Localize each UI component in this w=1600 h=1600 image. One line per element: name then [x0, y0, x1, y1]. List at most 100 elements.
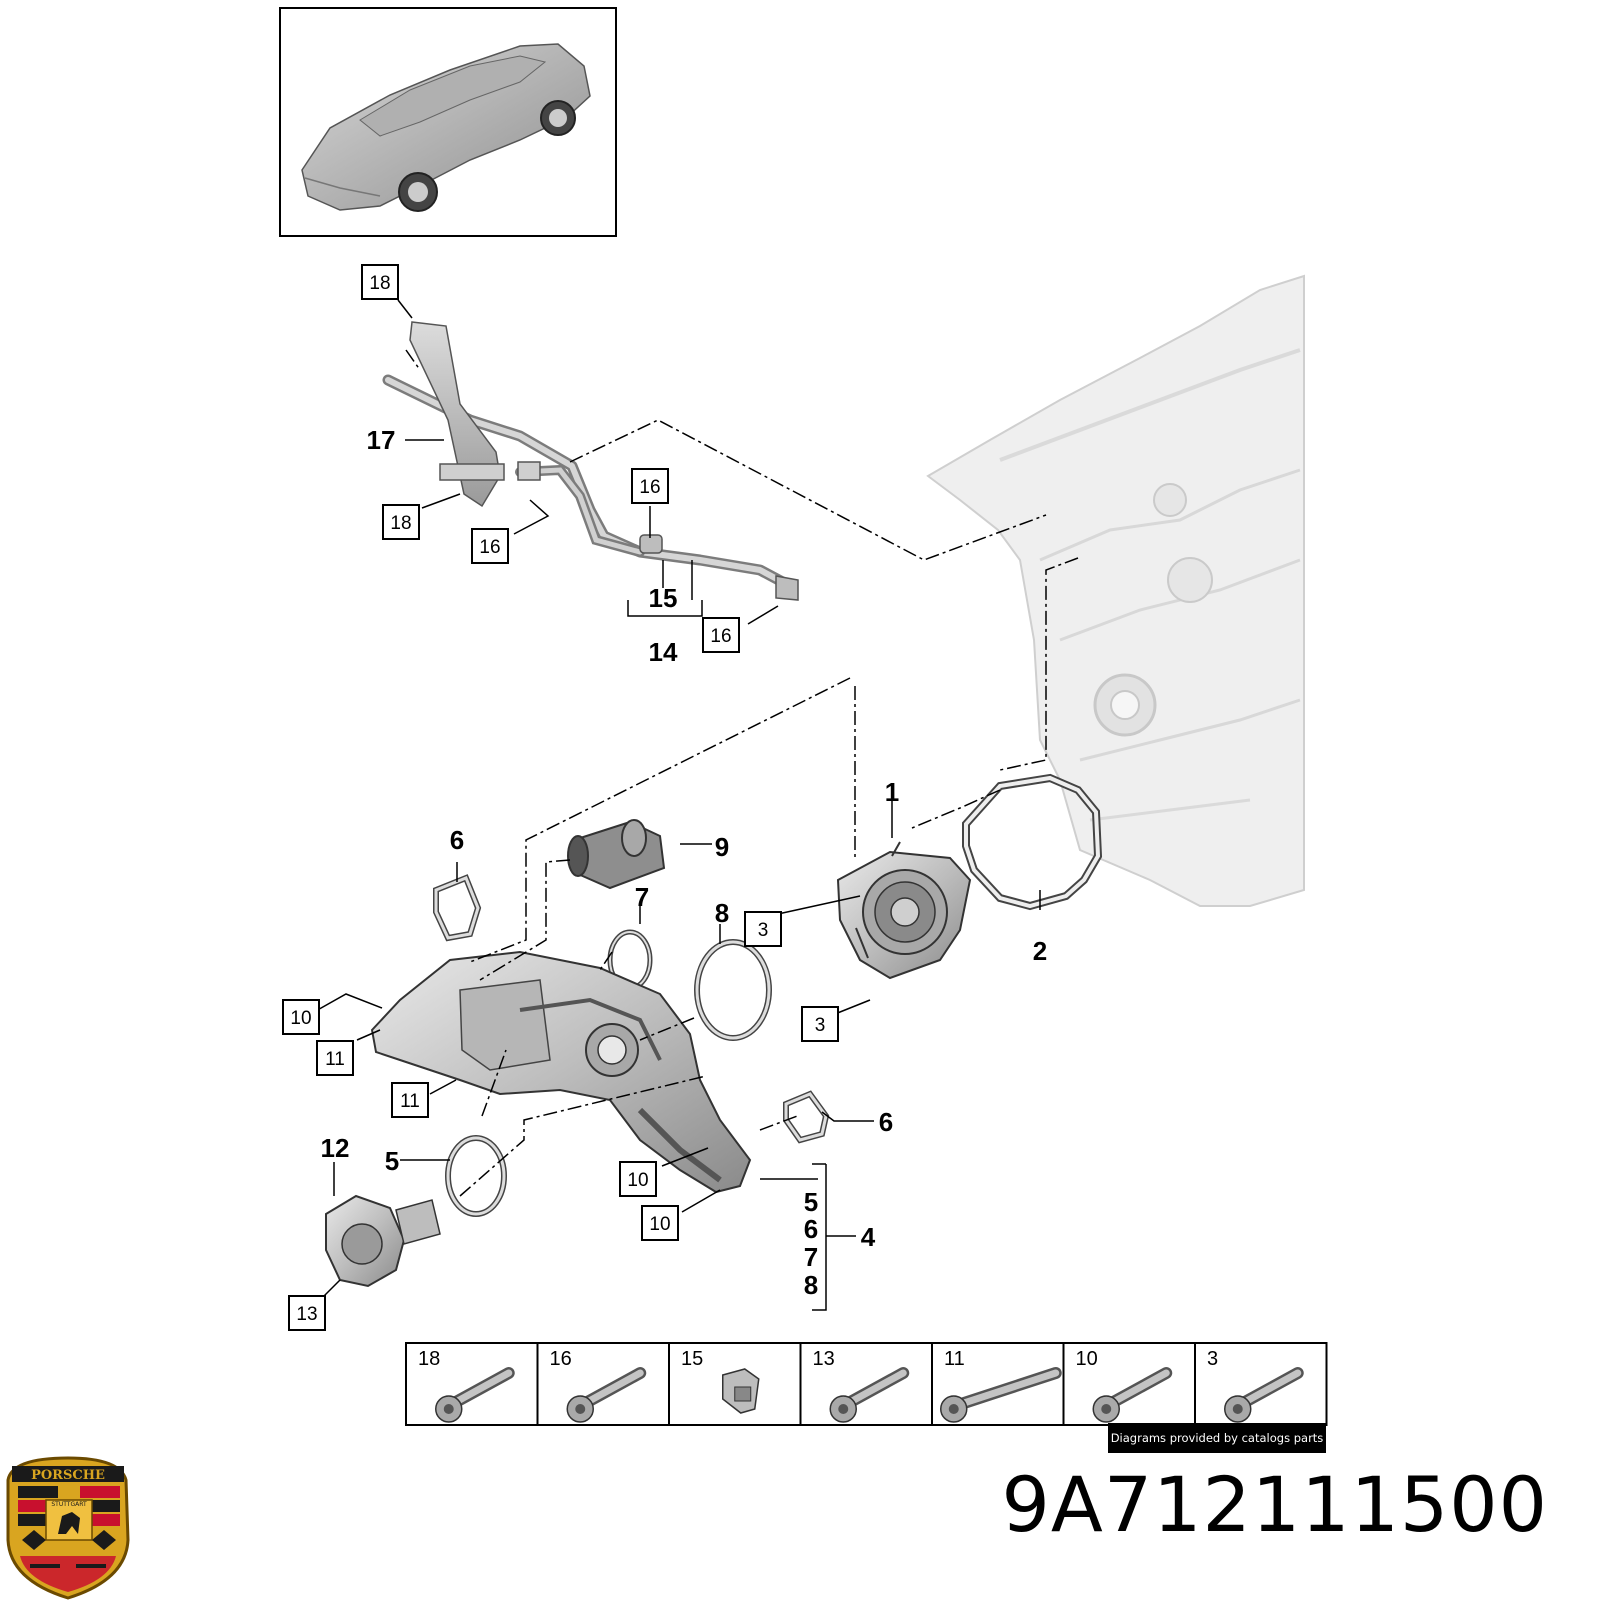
- fastener-cell-11: 11: [931, 1343, 1062, 1425]
- callout-text: 3: [758, 920, 769, 941]
- callout-12: 12: [321, 1133, 350, 1163]
- clip-icon: [722, 1368, 760, 1414]
- callout-10: 10: [282, 999, 320, 1035]
- callout-7: 7: [635, 882, 649, 912]
- callout-6: 6: [804, 1214, 818, 1244]
- fastener-label: 3: [1207, 1348, 1218, 1370]
- callout-17: 17: [367, 425, 396, 455]
- fastener-cell-3: 3: [1194, 1343, 1304, 1425]
- callout-text: 17: [367, 425, 396, 455]
- leader-lines: [313, 299, 1041, 1311]
- callout-7: 7: [804, 1242, 818, 1272]
- callout-11: 11: [316, 1040, 354, 1076]
- callout-8: 8: [715, 898, 729, 928]
- bolt-icon: [829, 1367, 910, 1423]
- callout-16: 16: [631, 468, 669, 504]
- assembly-lines: [405, 349, 1079, 1197]
- callout-text: 11: [400, 1091, 420, 1112]
- callout-9: 9: [715, 832, 729, 862]
- callout-text: 12: [321, 1133, 350, 1163]
- fastener-label: 10: [1076, 1348, 1098, 1370]
- callout-text: 7: [804, 1242, 818, 1272]
- callout-3: 3: [744, 911, 782, 947]
- callout-text: 6: [804, 1214, 818, 1244]
- callout-10: 10: [619, 1161, 657, 1197]
- callout-5: 5: [385, 1146, 399, 1176]
- callout-10: 10: [641, 1205, 679, 1241]
- callout-text: 10: [290, 1008, 311, 1029]
- fastener-cell-18: 18: [418, 1348, 515, 1423]
- callout-box: [801, 1006, 839, 1042]
- porsche-crest: PORSCHE STUTTGART: [6, 1456, 130, 1600]
- callout-box: [316, 1040, 354, 1076]
- credit-banner: Diagrams provided by catalogs parts: [1108, 1423, 1326, 1453]
- callout-11: 11: [391, 1082, 429, 1118]
- vehicle-thumbnail: [279, 7, 617, 237]
- callout-text: 9: [715, 832, 729, 862]
- callout-box: [631, 468, 669, 504]
- bolt-icon: [1224, 1367, 1304, 1423]
- callout-text: 14: [649, 637, 678, 667]
- crest-top-text: PORSCHE: [31, 1468, 105, 1483]
- callout-box: [744, 911, 782, 947]
- callout-text: 13: [296, 1304, 317, 1325]
- callout-text: 1: [885, 777, 899, 807]
- long-bolt-icon: [940, 1367, 1062, 1423]
- thermostat-housing: [370, 950, 752, 1194]
- callout-text: 18: [369, 273, 390, 294]
- coolant-pipe: [382, 321, 799, 601]
- bolt-icon: [566, 1367, 647, 1423]
- callout-text: 15: [649, 583, 678, 613]
- callout-text: 5: [385, 1146, 399, 1176]
- part-9-sleeve: [567, 819, 666, 890]
- fastener-cell-13: 13: [799, 1343, 910, 1425]
- callout-3: 3: [801, 1006, 839, 1042]
- callout-16: 16: [471, 528, 509, 564]
- callout-16: 16: [702, 617, 740, 653]
- callout-text: 10: [649, 1214, 670, 1235]
- callout-box: [382, 504, 420, 540]
- callout-box: [282, 999, 320, 1035]
- bolt-icon: [435, 1367, 515, 1423]
- fastener-cell-10: 10: [1062, 1343, 1173, 1425]
- callout-text: 8: [715, 898, 729, 928]
- engine-block: [926, 274, 1305, 907]
- callout-2: 2: [1033, 936, 1047, 966]
- callout-text: 16: [639, 477, 660, 498]
- callout-14: 14: [649, 637, 678, 667]
- callout-18: 18: [382, 504, 420, 540]
- callout-text: 6: [879, 1107, 893, 1137]
- callout-18: 18: [361, 264, 399, 300]
- fastener-table-frame: [405, 1342, 1328, 1426]
- callout-text: 18: [390, 513, 411, 534]
- callout-text: 10: [627, 1170, 648, 1191]
- callout-1: 1: [885, 777, 899, 807]
- callout-8: 8: [804, 1270, 818, 1300]
- fastener-table: 18 16 15 13 11 10 3: [405, 1342, 1328, 1426]
- callout-box: [471, 528, 509, 564]
- callout-5: 5: [804, 1187, 818, 1217]
- callout-text: 2: [1033, 936, 1047, 966]
- callout-text: 8: [804, 1270, 818, 1300]
- callout-text: 16: [479, 537, 500, 558]
- callout-text: 7: [635, 882, 649, 912]
- callout-box: [361, 264, 399, 300]
- fastener-cell-15: 15: [668, 1343, 760, 1425]
- callout-6: 6: [879, 1107, 893, 1137]
- callout-13: 13: [288, 1295, 326, 1331]
- fastener-label: 15: [681, 1348, 703, 1370]
- fastener-label: 16: [550, 1348, 572, 1370]
- callout-4: 4: [861, 1222, 876, 1252]
- water-pump: [836, 841, 972, 980]
- crest-center-text: STUTTGART: [51, 1501, 87, 1508]
- seals: [433, 773, 1103, 1217]
- fastener-label: 18: [418, 1348, 440, 1370]
- fastener-label: 13: [813, 1348, 835, 1370]
- callout-15: 15: [649, 583, 678, 613]
- fastener-cell-16: 16: [536, 1343, 647, 1425]
- callout-text: 6: [450, 825, 464, 855]
- callout-box: [619, 1161, 657, 1197]
- part-number: 9A712111500: [1001, 1460, 1548, 1549]
- callout-box: [391, 1082, 429, 1118]
